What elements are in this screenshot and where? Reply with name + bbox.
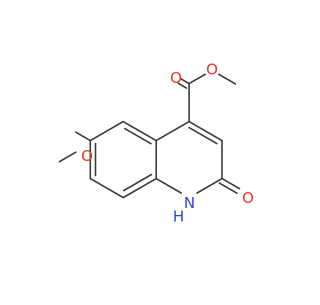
bond xyxy=(188,120,223,142)
atom-label-amide-n: N xyxy=(184,194,195,212)
atom-label-aryl-methoxy-o: O xyxy=(81,147,93,165)
bond xyxy=(75,131,92,142)
bond xyxy=(123,173,153,192)
atom-label-amide-h: H xyxy=(173,208,184,226)
bond xyxy=(218,73,237,85)
bond xyxy=(89,177,124,199)
bond xyxy=(124,127,152,145)
bond xyxy=(155,120,190,142)
atom-label-ester-o-carbonyl: O xyxy=(170,69,182,87)
bond xyxy=(218,182,238,194)
bond xyxy=(177,82,188,89)
bond xyxy=(58,151,77,163)
bond xyxy=(221,177,241,190)
atom-label-ester-o-methoxy: O xyxy=(206,61,218,79)
bond xyxy=(179,77,190,85)
bond-group xyxy=(58,73,241,199)
bond xyxy=(155,177,182,194)
bond xyxy=(122,120,157,142)
bond xyxy=(122,177,157,199)
molecule-diagram: O O O NH O xyxy=(58,61,254,226)
bond xyxy=(188,126,218,145)
bond xyxy=(89,120,124,142)
bond xyxy=(188,73,206,85)
atom-label-ketone-o: O xyxy=(242,189,254,207)
atom-labels: O O O NH O xyxy=(81,61,254,226)
bond xyxy=(196,177,223,194)
